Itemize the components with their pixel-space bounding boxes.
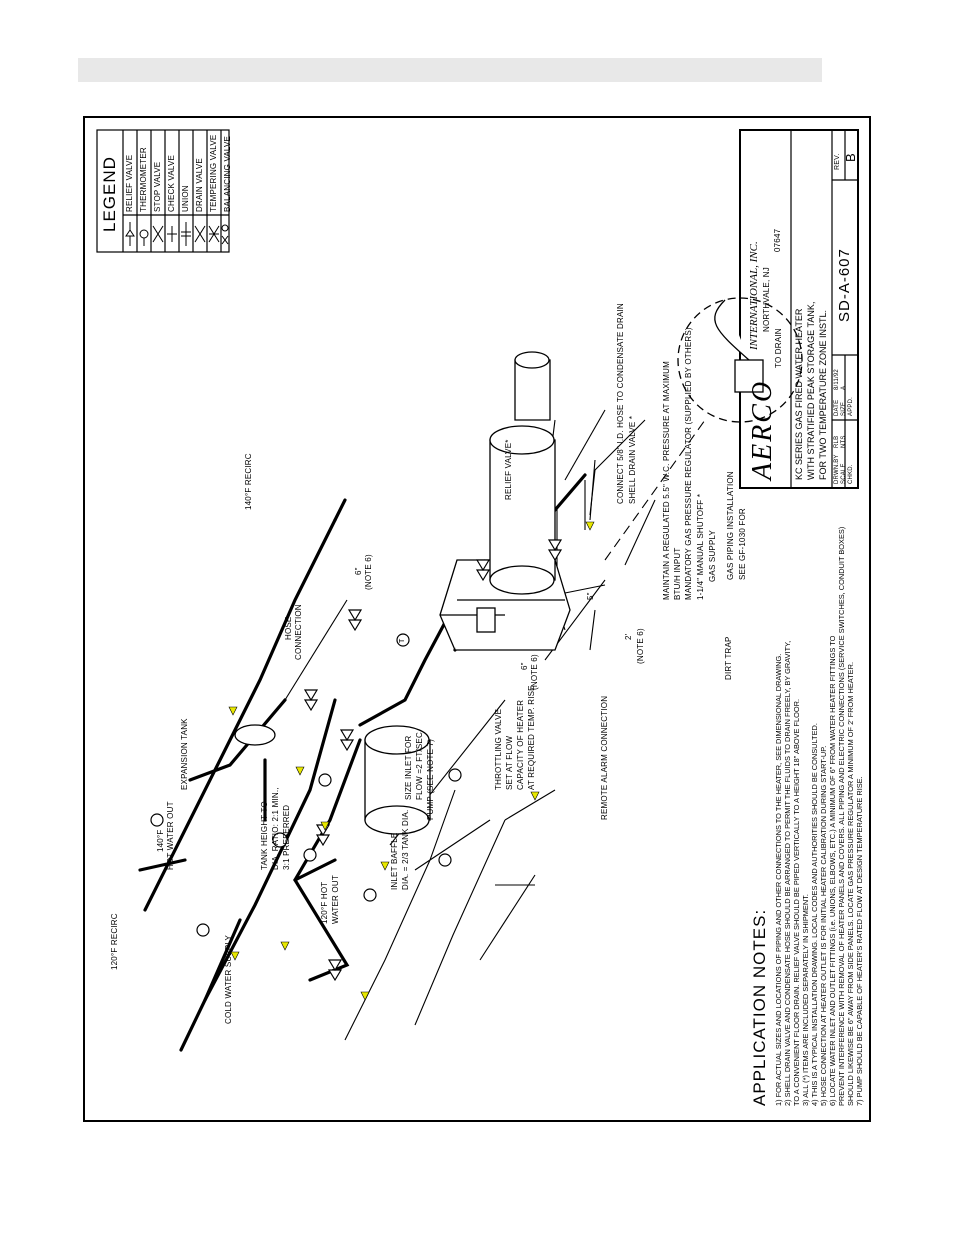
drawing-description: FOR TWO TEMPERATURE ZONE INSTL.	[818, 309, 828, 480]
callout-tank-height: TANK HEIGHT TO	[260, 801, 269, 870]
stop-valve-icon	[152, 225, 164, 243]
size-label: SIZE	[841, 401, 847, 416]
drawing-sheet: LEGEND RELIEF VALVE THERMOMETER STOP VAL…	[83, 116, 871, 1122]
callout-pump: PUMP (SEE NOTE 7)	[426, 738, 435, 820]
checked-label: CHKD.	[848, 464, 854, 484]
tempering-valve-icon	[208, 225, 220, 243]
top-gray-bar	[78, 58, 822, 82]
legend-item: UNION	[181, 185, 190, 212]
union-icon	[181, 222, 191, 246]
callout-note6: (NOTE 6)	[364, 554, 373, 590]
company-address: NORTHVALE, NJ	[762, 267, 771, 332]
check-valve-icon	[167, 226, 177, 242]
callout-dim-2ft: 2'	[624, 633, 633, 640]
drawing-description: WITH STRATIFIED PEAK STORAGE TANK,	[806, 301, 816, 480]
callout-gas-pressure: BTU/H INPUT	[673, 547, 682, 600]
callout-throttling-valve: THROTTLING VALVE	[494, 708, 503, 790]
callout-to-drain: TO DRAIN	[774, 328, 783, 368]
callout-hose-connection: CONNECTION	[294, 604, 303, 660]
callout-cold-water: COLD WATER SUPPLY	[224, 934, 233, 1024]
callout-inlet-baffle: INLET BAFFLE	[390, 832, 399, 890]
legend-title: LEGEND	[100, 156, 119, 232]
company-suffix: INTERNATIONAL, INC.	[748, 241, 760, 350]
drawing-number: SD-A-607	[836, 248, 853, 322]
callout-gas-pressure: MAINTAIN A REGULATED 5.5" W.C. PRESSURE …	[662, 361, 671, 600]
callout-gas-piping: GAS PIPING INSTALLATION	[726, 471, 735, 580]
balancing-valve-icon	[221, 224, 229, 245]
thermometer-icon	[139, 229, 149, 246]
legend-item: RELIEF VALVE	[125, 154, 134, 212]
note-line: 3) ALL (*) ITEMS ARE INCLUDED SEPARATELY…	[801, 894, 810, 1106]
callout-tank-height: 3:1 PREFERRED	[282, 804, 291, 870]
notes-title: APPLICATION NOTES:	[750, 908, 769, 1106]
scale-label: SCALE	[841, 463, 847, 484]
callout-dim-5: 5"	[586, 592, 595, 600]
drawn-by-value: RLB	[834, 435, 840, 448]
thermometer-symbol-label: T	[399, 638, 406, 643]
legend-item: DRAIN VALVE	[195, 158, 204, 212]
legend-item: BALANCING VALVE	[223, 135, 232, 212]
drawn-by-label: DRWN.BY	[834, 454, 840, 484]
drawing-description: KC SERIES GAS FIRED WATER HEATER	[794, 308, 804, 480]
callout-shell-drain: SHELL DRAIN VALVE *	[628, 415, 637, 504]
note-line: 2) SHELL DRAIN VALVE AND CONDENSATE HOSE…	[783, 640, 792, 1106]
callout-note6c: (NOTE 6)	[636, 628, 645, 664]
note-line: 7) PUMP SHOULD BE CAPABLE OF HEATER'S RA…	[855, 776, 864, 1106]
callout-manual-shutoff: 1-1/4" MANUAL SHUTOFF *	[696, 493, 705, 600]
callout-140-hot-water: 140°F	[156, 829, 165, 852]
callout-size-inlet: FLOW =2 FT/SEC	[415, 732, 424, 800]
callout-throttling-valve: CAPACITY OF HEATER	[516, 699, 525, 790]
date-label: DATE	[834, 399, 840, 416]
callout-throttling-valve: SET AT FLOW	[505, 735, 514, 790]
callout-120-recirc: 120°F RECIRC	[110, 913, 119, 970]
note-line: 5) HOSE CONNECTION AT HEATER OUTLET IS F…	[819, 745, 828, 1106]
callout-relief-valve: RELIEF VALVE*	[504, 439, 513, 500]
approved-label: APPD.	[848, 396, 854, 416]
note-line: 1) FOR ACTUAL SIZES AND LOCATIONS OF PIP…	[774, 653, 783, 1106]
legend-item: THERMOMETER	[139, 147, 148, 212]
note-line: PREVENT INTERFERENCE WITH REMOVAL OF HEA…	[837, 526, 846, 1106]
company-logo: AERCO	[747, 379, 778, 480]
callout-dim-6: 6"	[354, 567, 363, 575]
legend-item: CHECK VALVE	[167, 154, 176, 212]
callout-inlet-baffle: DIA. = 2/3 TANK DIA.	[401, 809, 410, 890]
callout-size-inlet: SIZE INLET FOR	[404, 735, 413, 800]
callout-gas-piping: SEE GF-1030 FOR	[738, 508, 747, 580]
callout-dim-6b: 6"	[520, 662, 529, 670]
date-value: 8/11/92	[834, 369, 840, 390]
callout-condensate: CONNECT 5/8" I.D. HOSE TO CONDENSATE DRA…	[616, 303, 625, 504]
note-line: SHOULD LIKEWISE BE 6" AWAY FROM SIDE PAN…	[846, 662, 855, 1106]
size-value: A	[841, 385, 847, 390]
revision-value: B	[843, 152, 858, 162]
callout-gas-supply: GAS SUPPLY	[708, 529, 717, 582]
callout-hose-connection: HOSE	[284, 616, 293, 640]
company-zip: 07647	[773, 228, 782, 252]
callout-throttling-valve: AT REQUIRED TEMP. RISE	[527, 685, 536, 790]
scale-value: NTS	[841, 435, 847, 448]
callout-120-hot-water: 120°F HOT	[320, 881, 329, 924]
callout-140-recirc: 140°F RECIRC	[244, 453, 253, 510]
rotated-drawing: LEGEND RELIEF VALVE THERMOMETER STOP VAL…	[85, 118, 869, 1120]
callout-expansion-tank: EXPANSION TANK	[180, 718, 189, 790]
revision-label: REV.	[834, 153, 841, 171]
callout-remote-alarm: REMOTE ALARM CONNECTION	[600, 695, 609, 820]
note-line: 4) THIS IS A TYPICAL INSTALLATION DRAWIN…	[810, 723, 819, 1106]
legend-item: TEMPERING VALVE	[209, 134, 218, 212]
callout-dirt-trap: DIRT TRAP	[724, 636, 733, 680]
legend-item: STOP VALVE	[153, 161, 162, 212]
callout-120-hot-water: WATER OUT	[331, 875, 340, 924]
callout-tank-height: DIA. RATIO: 2:1 MIN.,	[271, 787, 280, 870]
relief-valve-icon	[125, 222, 135, 246]
callout-regulator: MANDATORY GAS PRESSURE REGULATOR (SUPPLI…	[684, 327, 693, 600]
callout-140-hot-water: HOT WATER OUT	[166, 801, 175, 870]
note-line: 6) LOCATE WATER INLET AND OUTLET FITTING…	[828, 635, 837, 1106]
piping-schematic	[96, 129, 859, 1052]
note-line: TO A CONVENIENT FLOOR DRAIN. RELIEF VALV…	[792, 698, 801, 1106]
drain-valve-icon	[194, 225, 206, 243]
